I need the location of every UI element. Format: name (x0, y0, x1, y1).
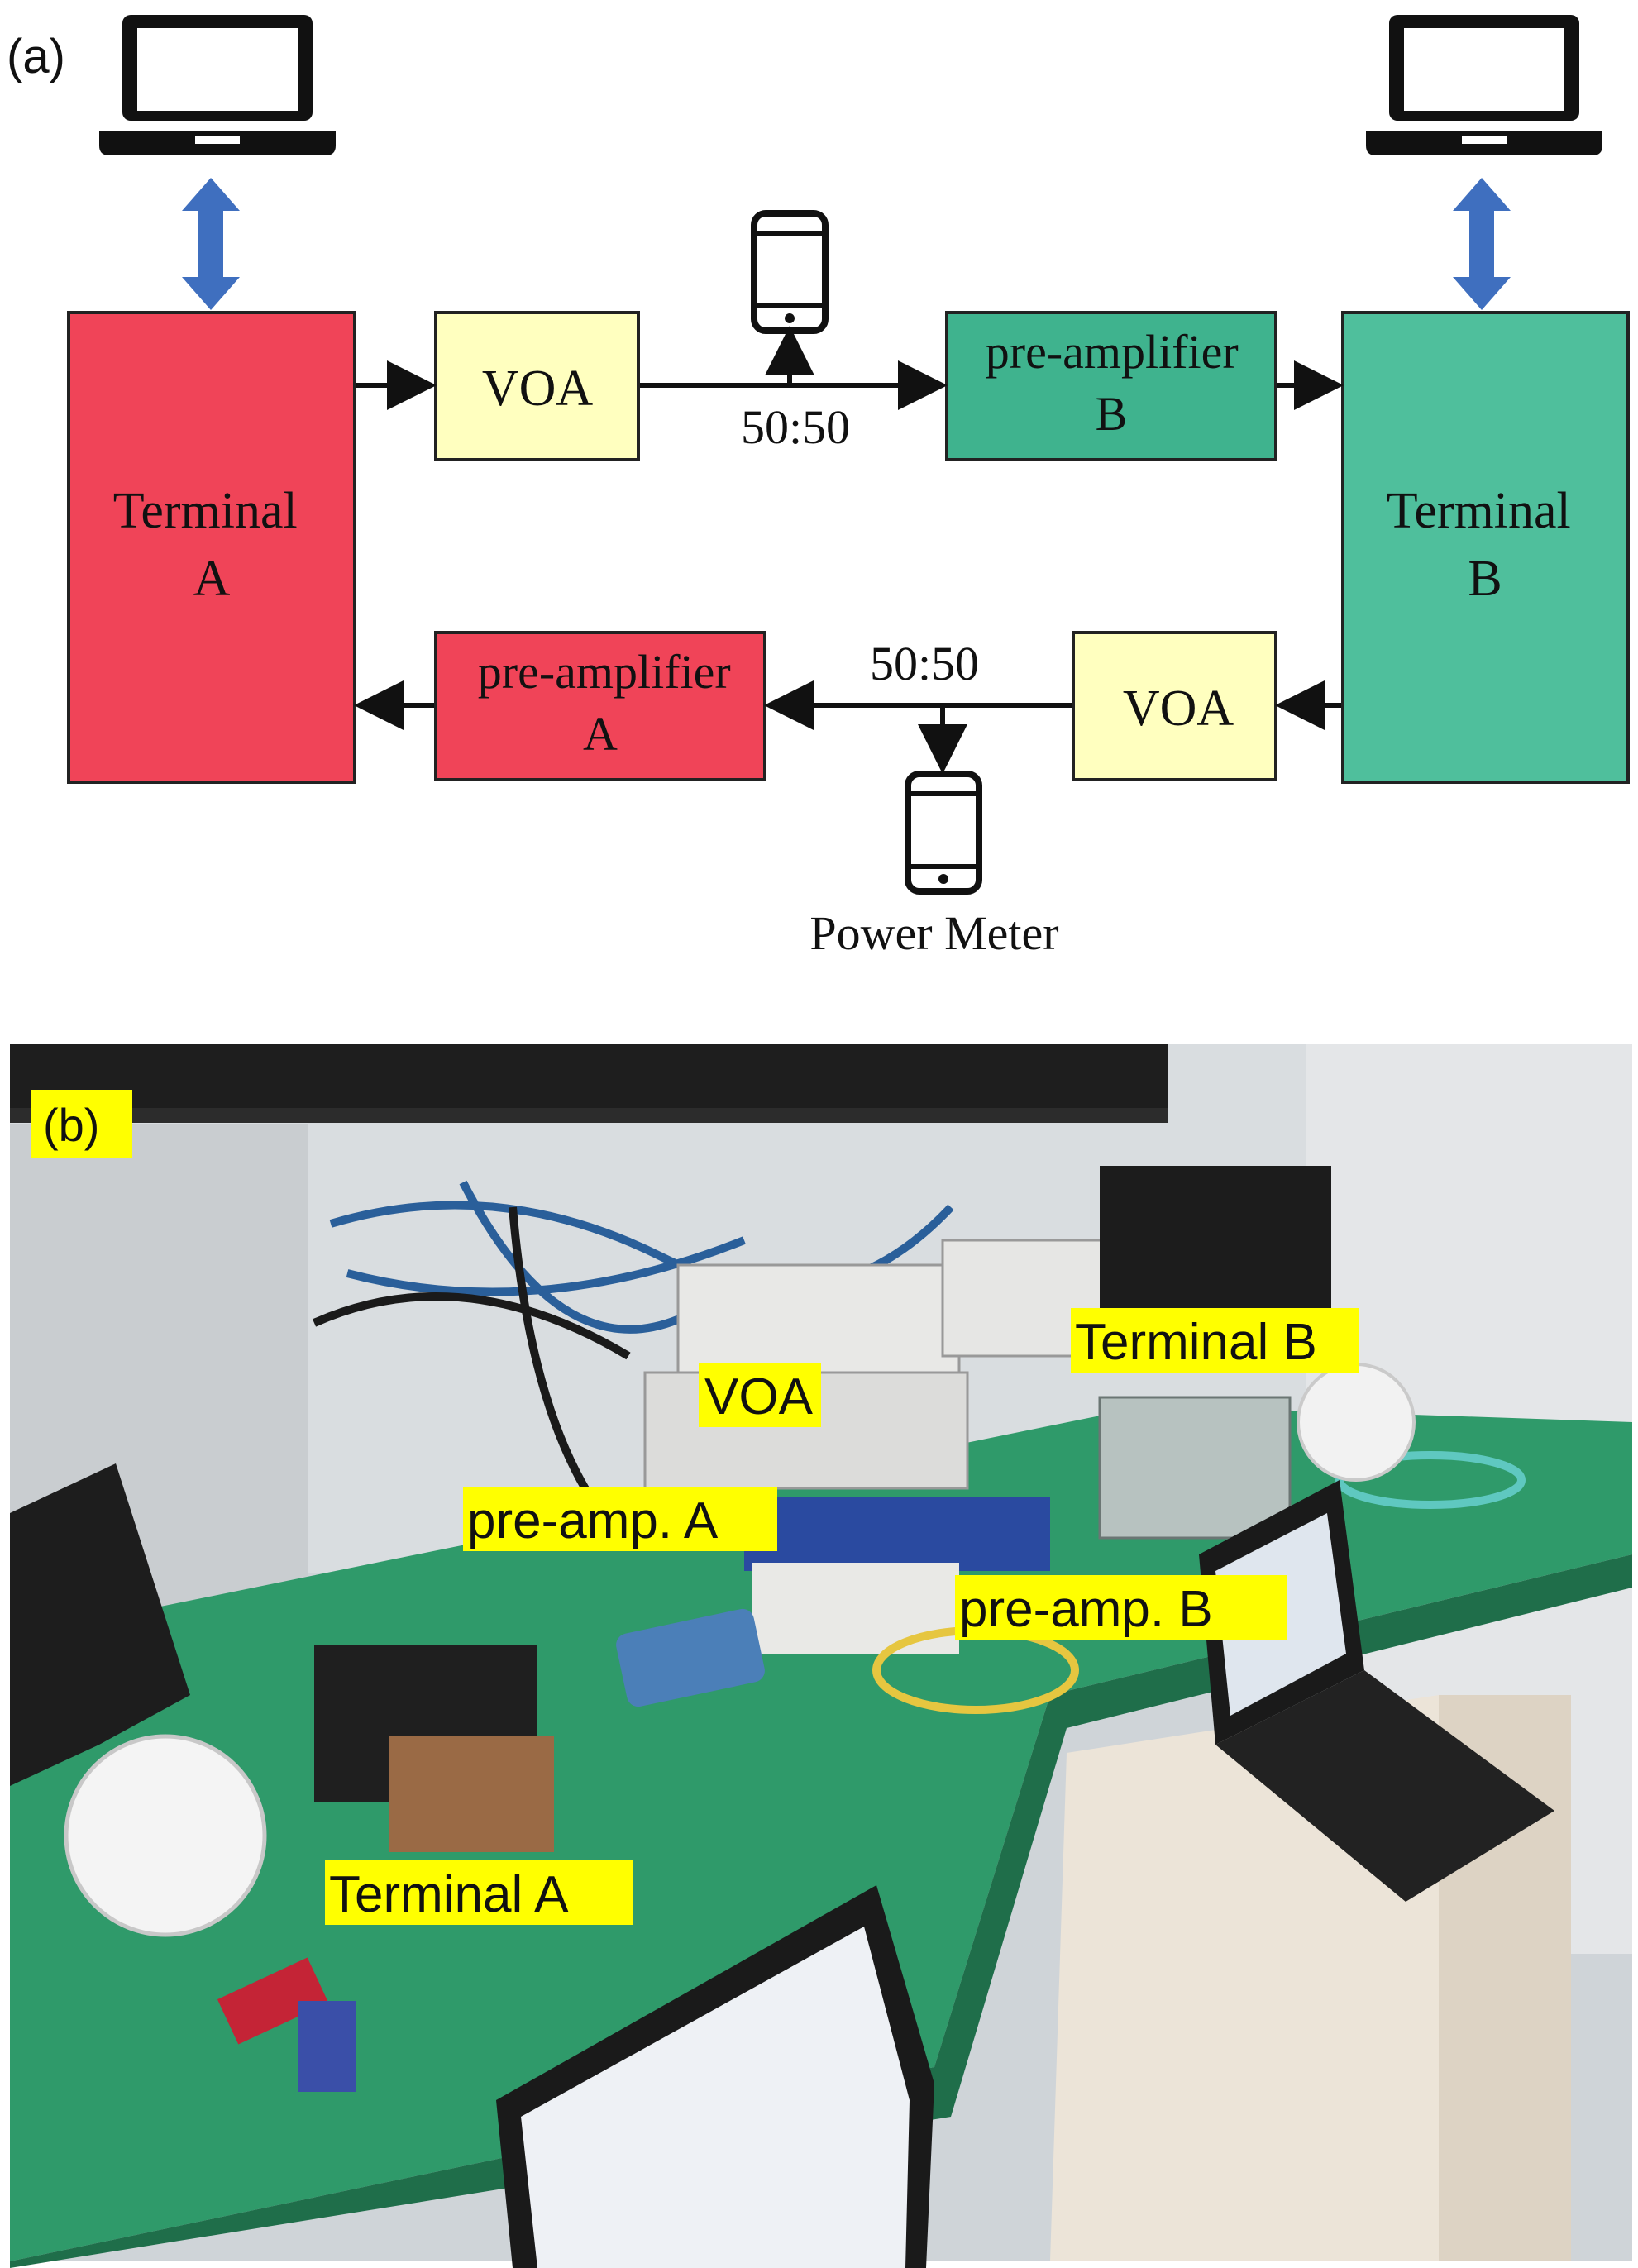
svg-text:pre-amplifier B: pre-amplifier B (986, 325, 1250, 441)
photo-terminal-a-board (389, 1736, 554, 1852)
panel-b-photo: (b) VOA Terminal B pre-amp. A pre-amp. B… (10, 1044, 1632, 2268)
photo-laptop-front-screen (521, 1927, 910, 2268)
terminal-a-box (67, 311, 356, 784)
preamp-b-label-line1: pre-amplifier (986, 325, 1239, 379)
laptop-icon (99, 15, 336, 155)
photo-laptop-left (10, 1463, 190, 1786)
preamp-a-label-line2: A (583, 707, 618, 761)
tag-terminal-a: Terminal A (329, 1866, 569, 1923)
svg-text:Terminal A: Terminal A (113, 483, 310, 607)
panel-b-label: (b) (43, 1099, 99, 1151)
terminal-a-label-line1: Terminal (113, 483, 298, 539)
power-meter-label: Power Meter (809, 906, 1058, 960)
preamp-a-label-line1: pre-amplifier (478, 645, 731, 699)
tag-voa-bg (699, 1363, 821, 1427)
terminal-b-label-line1: Terminal (1387, 483, 1571, 539)
photo-shelf-edge (10, 1108, 1168, 1123)
preamp-a-box (434, 631, 766, 781)
tag-preamp-b-bg (955, 1575, 1287, 1640)
double-arrow-icon (182, 178, 240, 310)
terminal-b-label-line2: B (1468, 551, 1502, 607)
double-arrow-icon (1453, 178, 1511, 310)
voa-top-label: VOA (482, 360, 594, 417)
smartphone-icon (754, 213, 825, 331)
preamp-b-label-line2: B (1096, 387, 1128, 441)
svg-text:Terminal B: Terminal B (1387, 483, 1583, 607)
split-ratio-top: 50:50 (741, 400, 850, 454)
tag-preamp-b: pre-amp. B (959, 1581, 1213, 1638)
photo-usb-cable (298, 2001, 356, 2092)
photo-desk-fan (64, 1734, 267, 1937)
photo-handheld-meter (616, 1608, 765, 1707)
photo-preamp-base (752, 1563, 959, 1654)
tag-terminal-a-bg (325, 1860, 633, 1925)
panel-a-diagram: (a) Terminal A Terminal B VOA pre-amplif… (7, 15, 1630, 960)
photo-shelf (10, 1044, 1168, 1119)
tag-terminal-b-bg (1071, 1308, 1359, 1373)
voa-top-box (434, 311, 640, 461)
photo-preamp-boxes (744, 1497, 1050, 1571)
svg-text:pre-amplifier A: pre-amplifier A (478, 645, 743, 761)
photo-laptop-right-base (1215, 1670, 1554, 1902)
photo-desk-fan (1297, 1363, 1416, 1482)
smartphone-icon (908, 774, 979, 891)
tag-preamp-a-bg (463, 1487, 777, 1551)
tag-terminal-b: Terminal B (1075, 1314, 1317, 1371)
panel-a-label: (a) (7, 30, 65, 84)
terminal-b-box (1341, 311, 1630, 784)
tag-voa: VOA (704, 1368, 814, 1425)
tag-preamp-a: pre-amp. A (467, 1492, 719, 1549)
laptop-icon (1366, 15, 1602, 155)
photo-cables (312, 1206, 631, 1507)
panel-b-label-bg (31, 1090, 132, 1158)
photo-terminal-b-module (1098, 1396, 1292, 1540)
split-ratio-bottom: 50:50 (870, 637, 979, 690)
photo-usb-cable (217, 1957, 329, 2045)
terminal-a-label-line2: A (193, 551, 231, 607)
preamp-b-box (945, 311, 1277, 461)
voa-bottom-label: VOA (1123, 680, 1234, 737)
